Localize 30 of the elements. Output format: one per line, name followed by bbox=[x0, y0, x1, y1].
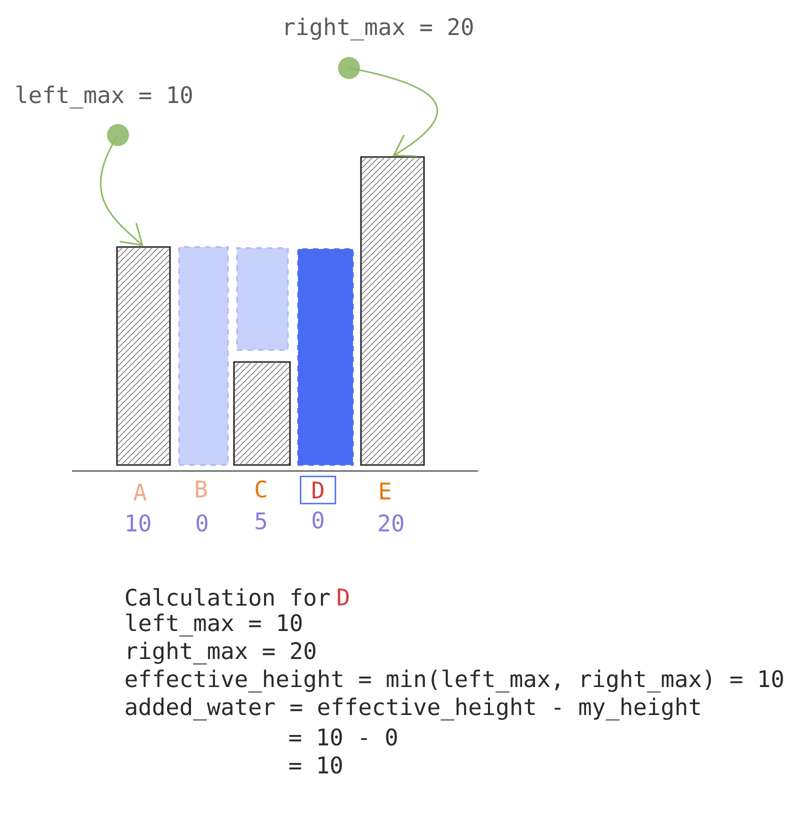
bar-value: 20 bbox=[378, 514, 404, 532]
arrow bbox=[100, 134, 144, 246]
hatched-bar bbox=[116, 246, 171, 466]
annotation-text: right_max = 20 bbox=[286, 18, 473, 40]
calculation-text: right_max = 20 bbox=[128, 642, 316, 664]
marker-dot bbox=[107, 124, 129, 146]
hatched-bar bbox=[360, 156, 425, 466]
bar-letter: E bbox=[380, 482, 390, 500]
calculation-text: Calculation for bbox=[126, 588, 330, 606]
bar-value: 5 bbox=[256, 512, 266, 530]
water-bar bbox=[297, 248, 354, 466]
calculation-text: = 10 - 0 bbox=[289, 728, 397, 746]
bar-value: 0 bbox=[312, 511, 324, 529]
calculation-text: added_water = effective_height - my_height bbox=[126, 698, 700, 720]
calculation-text: D bbox=[338, 588, 349, 606]
highlight-box: D bbox=[300, 476, 336, 504]
bar-letter: B bbox=[196, 480, 207, 498]
calculation-text: = 10 bbox=[289, 756, 342, 774]
annotation-text: left_max = 10 bbox=[16, 86, 192, 108]
bar-value: 0 bbox=[196, 514, 208, 532]
water-bar bbox=[178, 246, 229, 466]
arrow bbox=[348, 67, 438, 157]
calculation-text: left_max = 10 bbox=[126, 614, 302, 636]
hatched-bar bbox=[233, 361, 291, 466]
marker-dot bbox=[338, 57, 360, 79]
bar-letter: C bbox=[256, 480, 266, 498]
bar-value: 10 bbox=[127, 514, 150, 532]
calculation-text: effective_height = min(left_max, right_max) = 10 bbox=[126, 670, 783, 692]
water-bar bbox=[236, 247, 289, 351]
bar-letter: A bbox=[134, 484, 146, 500]
